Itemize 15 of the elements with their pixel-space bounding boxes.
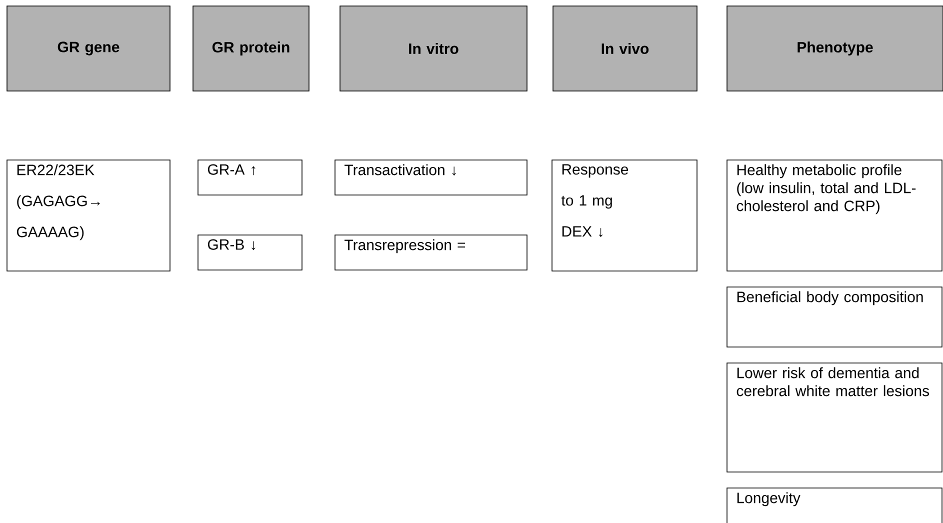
text-box: Longevity xyxy=(726,488,942,523)
column-header-box: GR gene xyxy=(6,6,170,92)
column-header-box: GR protein xyxy=(192,6,310,92)
text-box: Healthy metabolic profile (low insulin, total and LDL-cholesterol and CRP) xyxy=(726,160,942,272)
text-box: GR-B ↓ xyxy=(198,234,302,270)
text-box: Response to 1 mg DEX ↓ xyxy=(552,160,698,272)
text-box: Lower risk of dementia and cerebral white matter lesions xyxy=(726,362,942,472)
text-box: ER22/23EK (GAGAGG→ GAAAAG) xyxy=(6,160,170,272)
text-box: Transactivation ↓ xyxy=(334,160,528,196)
text-box: Beneficial body composition xyxy=(726,286,942,348)
text-box: GR-A ↑ xyxy=(198,160,302,196)
column-header-box: Phenotype xyxy=(726,6,943,92)
column-header-box: In vivo xyxy=(552,6,698,92)
text-box: Transrepression = xyxy=(334,234,528,270)
column-header-box: In vitro xyxy=(340,6,528,92)
